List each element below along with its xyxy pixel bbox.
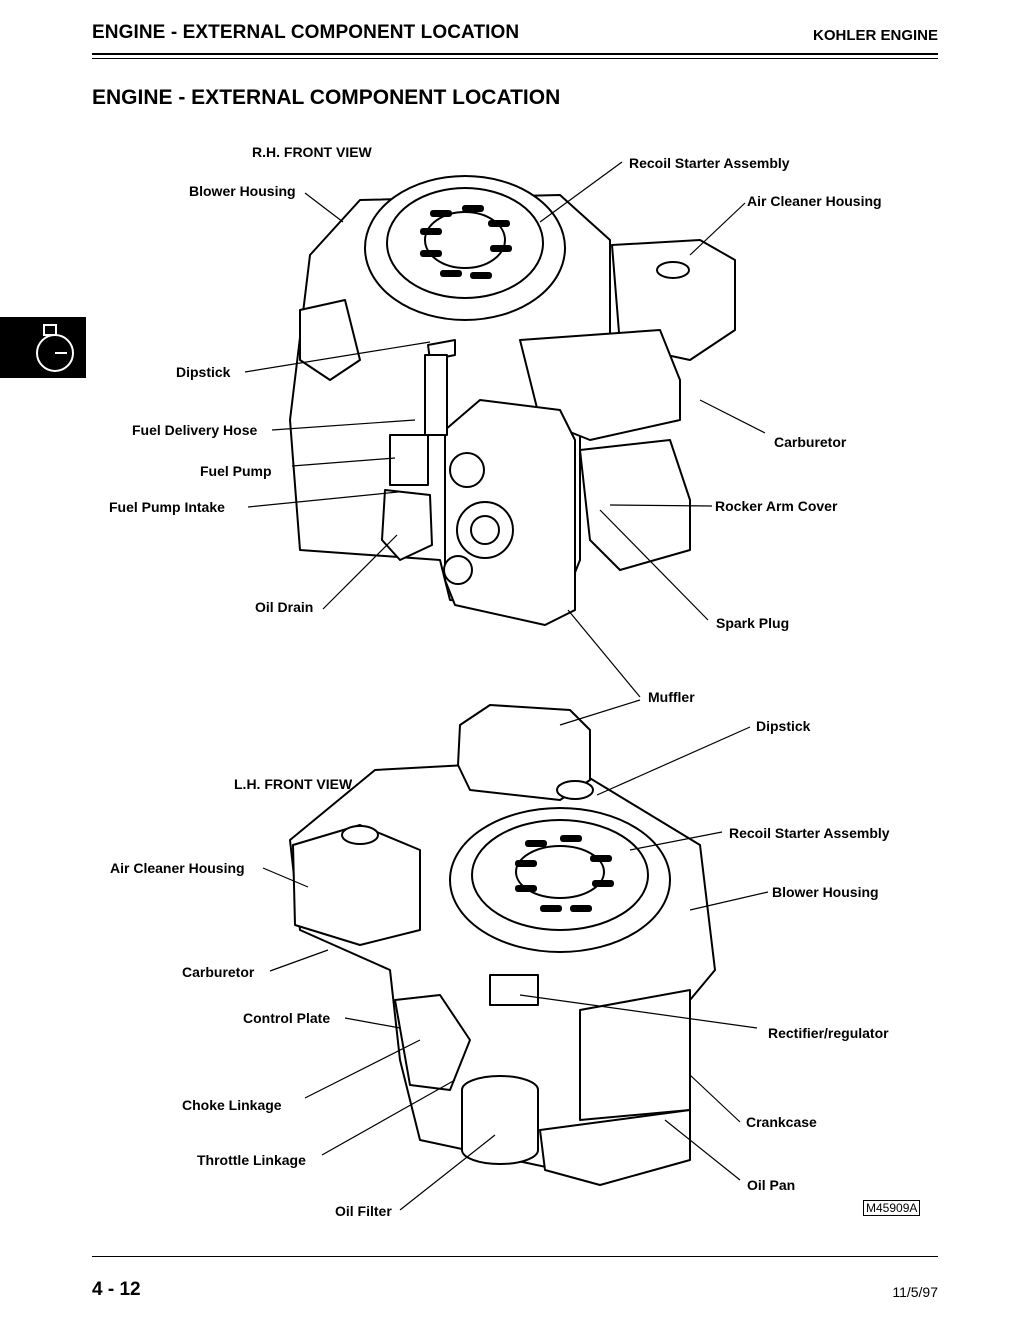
header-rule (92, 53, 938, 55)
footer-date: 11/5/97 (892, 1284, 938, 1300)
label-recoil-starter: Recoil Starter Assembly (629, 155, 790, 171)
label-lh-carburetor: Carburetor (182, 964, 255, 980)
footer-rule (92, 1256, 938, 1257)
label-choke-linkage: Choke Linkage (182, 1097, 282, 1113)
label-fuel-delivery-hose: Fuel Delivery Hose (132, 422, 258, 438)
rh-view-title: R.H. FRONT VIEW (252, 144, 372, 160)
label-crankcase: Crankcase (746, 1114, 817, 1130)
label-muffler: Muffler (648, 689, 695, 705)
section-title: ENGINE - EXTERNAL COMPONENT LOCATION (92, 86, 561, 109)
header-brand: KOHLER ENGINE (812, 27, 938, 44)
label-lh-blower-housing: Blower Housing (772, 884, 879, 900)
header-rule-thin (92, 58, 938, 59)
label-air-cleaner-housing: Air Cleaner Housing (747, 193, 882, 209)
label-spark-plug: Spark Plug (716, 615, 790, 631)
label-lh-dipstick: Dipstick (756, 718, 811, 734)
side-tab (0, 317, 86, 378)
figure-id: M45909A (863, 1200, 921, 1216)
label-blower-housing: Blower Housing (189, 183, 296, 199)
page-number: 4 - 12 (92, 1279, 141, 1300)
label-oil-drain: Oil Drain (255, 599, 314, 615)
label-oil-pan: Oil Pan (747, 1177, 796, 1193)
label-throttle-linkage: Throttle Linkage (197, 1152, 306, 1168)
header-title: ENGINE - EXTERNAL COMPONENT LOCATION (92, 22, 520, 43)
lh-view-title: L.H. FRONT VIEW (234, 776, 353, 792)
label-rectifier-regulator: Rectifier/regulator (768, 1025, 889, 1041)
engine-icon (36, 324, 74, 372)
label-control-plate: Control Plate (243, 1010, 331, 1026)
label-lh-air-cleaner-housing: Air Cleaner Housing (110, 860, 245, 876)
label-fuel-pump-intake: Fuel Pump Intake (109, 499, 225, 515)
label-dipstick: Dipstick (176, 364, 231, 380)
label-carburetor: Carburetor (774, 434, 847, 450)
label-rocker-arm-cover: Rocker Arm Cover (715, 498, 838, 514)
label-lh-recoil-starter: Recoil Starter Assembly (729, 825, 890, 841)
label-fuel-pump: Fuel Pump (200, 463, 272, 479)
label-oil-filter: Oil Filter (335, 1203, 392, 1219)
